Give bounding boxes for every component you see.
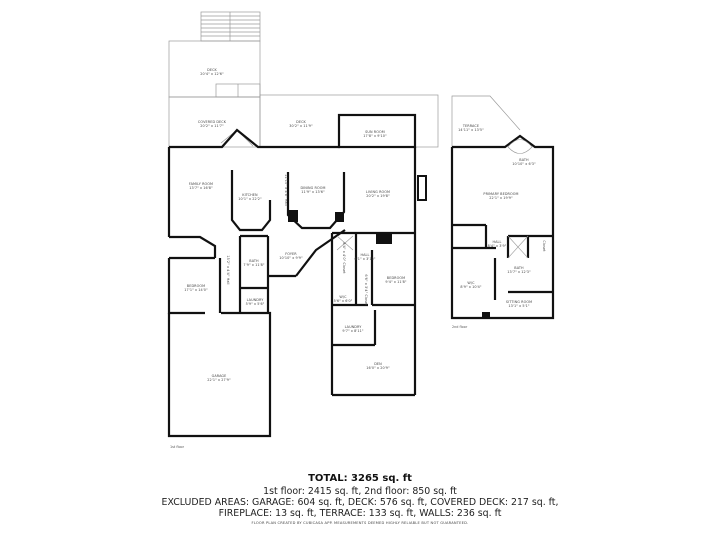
room-dimensions: 9'4" x 11'8" [385,280,407,284]
room-dimensions: 8'4" x 3'9" [487,244,507,248]
room-label: Sun Room17'8" x 9'10" [363,130,386,138]
room-label: Covered Deck20'2" x 11'7" [198,120,226,128]
room-name: Bath [514,266,524,270]
room-dimensions: 11'9" x 13'6" [301,190,325,194]
hall-label: 11'10" x 4'8" Hall [284,174,288,206]
room-label: Garage22'1" x 27'9" [207,374,230,382]
terrace [451,95,521,147]
outdoor-areas [168,11,439,148]
room-dimensions: 10'10" x 9'9" [279,256,303,260]
room-name: Bedroom [186,284,206,288]
excluded-areas-cont: FIREPLACE: 13 sq. ft, TERRACE: 133 sq. f… [218,508,502,519]
room-label: Deck20'4" x 12'6" [200,68,223,76]
room-name: Foyer [285,252,297,256]
room-label: Terrace14'11" x 13'5" [458,124,484,132]
room-label: Family Room13'7" x 16'8" [189,182,213,190]
room-dimensions: 13'7" x 12'3" [507,270,531,274]
floor-areas: 1st floor: 2415 sq. ft, 2nd floor: 850 s… [263,486,457,497]
room-dimensions: 30'2" x 11'9" [289,124,313,128]
room-label: Kitchen10'1" x 22'2" [238,193,261,201]
room-dimensions: 20'4" x 12'6" [200,72,224,76]
room-dimensions: 20'2" x 19'8" [366,194,390,198]
room-name: Laundry [344,325,362,329]
room-name: Den [374,362,382,366]
room-label: Bedroom9'4" x 11'8" [385,276,406,284]
room-dimensions: 13'7" x 16'8" [189,186,213,190]
room-dimensions: 10'10" x 6'3" [512,162,536,166]
room-name: Hall [360,253,370,257]
hall-label: Closet [542,240,546,252]
hall-label: 15'2" x 4'4" Hall [226,255,230,285]
room-label: Primary Bedroom22'1" x 19'9" [483,192,518,200]
room-dimensions: 8'9" x 10'4" [460,285,482,289]
floor2-caption: 2nd floor [452,325,468,329]
room-dimensions: 22'1" x 27'9" [207,378,231,382]
room-label: Sitting Room13'1" x 5'1" [506,300,532,308]
room-label: Bath13'7" x 12'3" [507,266,530,274]
room-dimensions: 7'9" x 11'8" [243,263,265,267]
room-label: Foyer10'10" x 9'9" [279,252,302,260]
floor-plan: Deck20'4" x 12'6"Covered Deck20'2" x 11'… [167,11,555,449]
room-name: Family Room [188,182,214,186]
room-label: Bath7'9" x 11'8" [243,259,264,267]
room-name: Covered Deck [197,120,227,124]
room-dimensions: 6'1" x 3'10" [354,257,376,261]
room-name: Sun Room [365,130,385,134]
room-dimensions: 9'7" x 8'11" [342,329,364,333]
room-name: Deck [207,68,217,72]
room-dimensions: 5'6" x 6'0" [333,299,353,303]
hall-label: 8'4" x 4'0" Closet [342,242,346,274]
room-label: Bath10'10" x 6'3" [512,158,535,166]
room-dimensions: 14'11" x 13'5" [458,128,484,132]
room-name: Laundry [246,298,264,302]
room-name: Bath [519,158,529,162]
hall-label: 6'6" x 3'4" Closet [364,274,368,306]
room-name: Living Room [365,190,391,194]
room-name: Bedroom [386,276,406,280]
room-dimensions: 5'9" x 5'6" [245,302,265,306]
room-dimensions: 13'1" x 5'1" [508,304,530,308]
total-area: TOTAL: 3265 sq. ft [308,473,412,484]
room-label: Den16'0" x 20'9" [366,362,389,370]
room-name: Primary Bedroom [483,192,519,196]
walls-floor2 [450,134,555,320]
room-name: Sitting Room [505,300,533,304]
room-name: Bath [249,259,259,263]
disclaimer: Floor plan created by CubiCasa App. Meas… [251,521,469,525]
floor-plan-drawing [167,11,555,438]
room-label: Bedroom17'1" x 14'0" [184,284,207,292]
walls-floor1 [167,113,417,438]
room-name: W/C [339,295,347,299]
room-dimensions: 17'1" x 14'0" [184,288,208,292]
room-name: Dining Room [300,186,326,190]
room-label: Dining Room11'9" x 13'6" [300,186,325,194]
excluded-areas: EXCLUDED AREAS: GARAGE: 604 sq. ft, DECK… [161,497,559,508]
room-dimensions: 20'2" x 11'7" [200,124,224,128]
room-dimensions: 10'1" x 22'2" [238,197,262,201]
room-label: Living Room20'2" x 19'8" [366,190,390,198]
room-dimensions: 17'8" x 9'10" [363,134,387,138]
wall-blocks [288,175,427,244]
room-label: Laundry9'7" x 8'11" [342,325,363,333]
room-name: Garage [211,374,227,378]
room-name: W/C [467,281,475,285]
room-label: Laundry5'9" x 5'6" [246,298,265,306]
room-name: Kitchen [242,193,258,197]
room-name: Hall [492,240,502,244]
room-name: Terrace [462,124,480,128]
fixtures [336,139,533,259]
room-dimensions: 16'0" x 20'9" [366,366,390,370]
room-label: Deck30'2" x 11'9" [289,120,312,128]
room-dimensions: 22'1" x 19'9" [489,196,513,200]
floor1-caption: 1st floor [170,445,185,449]
room-name: Deck [296,120,306,124]
room-label: Hall6'1" x 3'10" [354,253,375,261]
